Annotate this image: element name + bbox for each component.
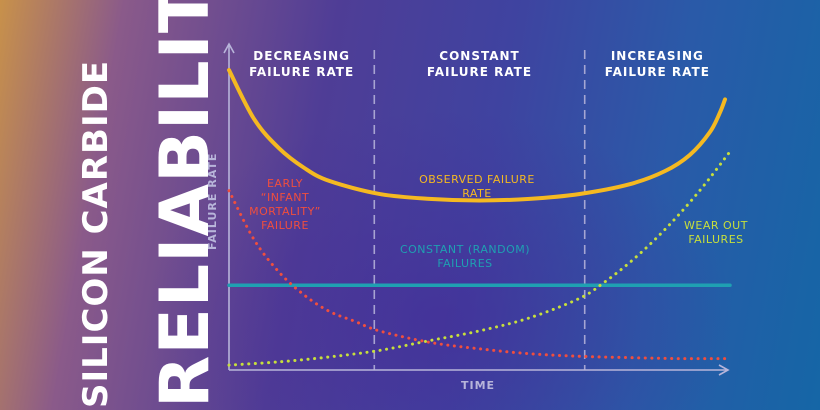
series-layer: [227, 68, 732, 367]
region-dividers: [373, 50, 586, 370]
wear-out-dotted-line: [227, 150, 732, 367]
observed-failure-rate-line: [227, 68, 727, 203]
series-label: OBSERVED FAILURE: [419, 173, 535, 186]
series-label: “INFANT: [261, 191, 309, 204]
series-label: FAILURES: [688, 233, 743, 246]
region-label: INCREASING: [611, 49, 704, 63]
series-label: CONSTANT (RANDOM): [400, 243, 530, 256]
series-label: FAILURE: [261, 219, 309, 232]
region-label: CONSTANT: [439, 49, 519, 63]
region-label: FAILURE RATE: [427, 65, 532, 79]
series-label: EARLY: [267, 177, 303, 190]
region-label: FAILURE RATE: [249, 65, 354, 79]
series-label: FAILURES: [437, 257, 492, 270]
series-label: RATE: [462, 187, 492, 200]
region-label: FAILURE RATE: [605, 65, 710, 79]
series-label: MORTALITY”: [249, 205, 321, 218]
region-label: DECREASING: [253, 49, 350, 63]
region-labels: DECREASING FAILURE RATE CONSTANT FAILURE RA…: [249, 49, 710, 79]
infant-mortality-dotted-line: [227, 189, 732, 361]
series-label: WEAR OUT: [684, 219, 748, 232]
y-axis-label: FAILURE RATE: [206, 153, 219, 250]
x-axis-label: TIME: [461, 379, 495, 392]
